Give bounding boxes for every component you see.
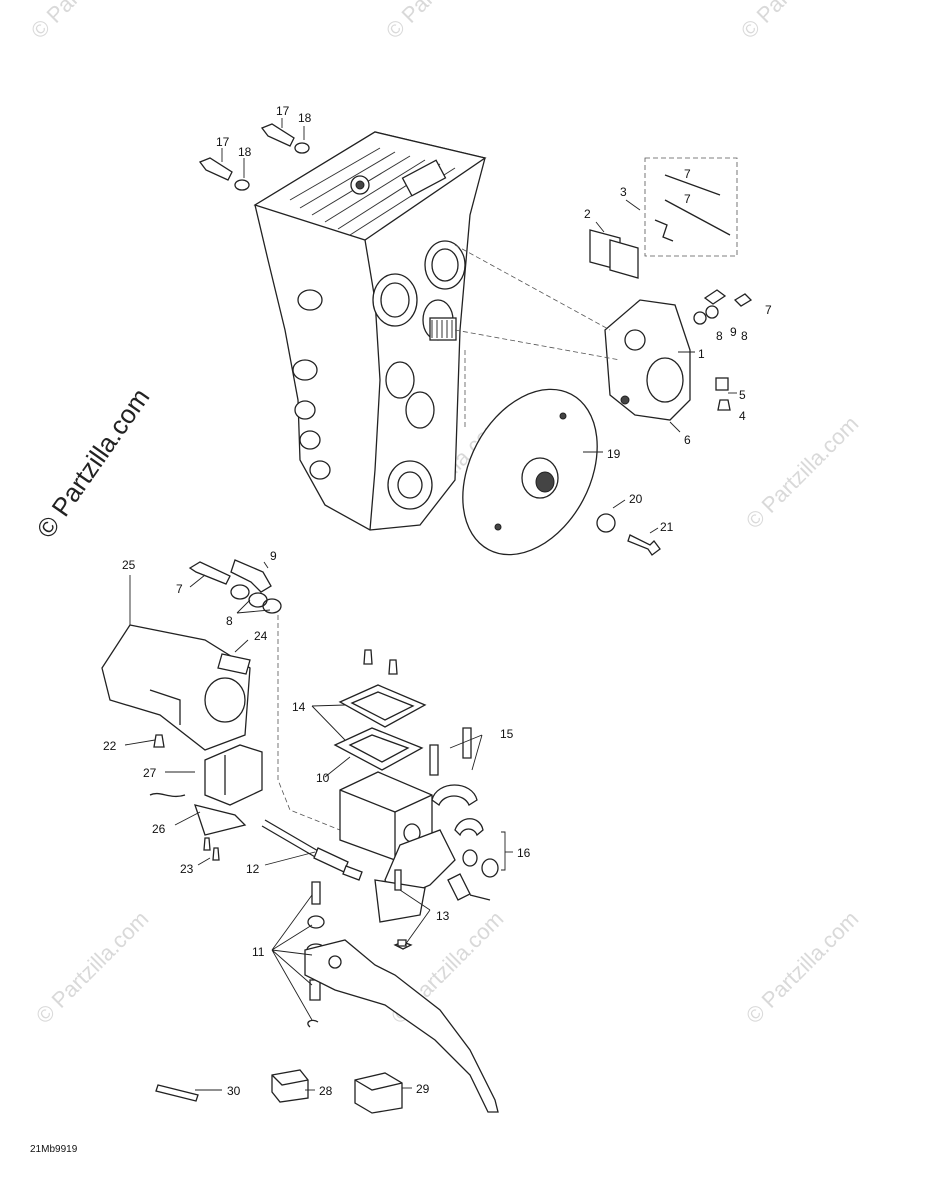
handlebar-clamp xyxy=(429,727,499,901)
callout-12: 12 xyxy=(246,862,260,876)
decal xyxy=(217,653,251,675)
callout-22: 22 xyxy=(103,739,117,753)
master-cylinder-body xyxy=(339,771,456,923)
callout-28: 28 xyxy=(319,1084,333,1098)
switch-screw xyxy=(212,847,220,861)
pivot-bolt xyxy=(394,869,402,891)
callout-17: 17 xyxy=(276,104,290,118)
callout-21: 21 xyxy=(660,520,674,534)
callout-4: 4 xyxy=(739,409,746,423)
callout-13: 13 xyxy=(436,909,450,923)
disc-washer xyxy=(596,513,616,533)
callout-5: 5 xyxy=(739,388,746,402)
callout-17: 17 xyxy=(216,135,230,149)
callout-labels: 17 18 17 18 3 7 7 2 7 8 8 9 1 5 4 6 19 2… xyxy=(103,104,772,1098)
callout-6: 6 xyxy=(684,433,691,447)
callout-29: 29 xyxy=(416,1082,430,1096)
chaincase-housing xyxy=(253,131,487,531)
brake-caliper xyxy=(604,299,691,421)
callout-18: 18 xyxy=(238,145,252,159)
watermark-text: © Partzilla.com xyxy=(31,906,154,1029)
callout-25: 25 xyxy=(122,558,136,572)
brake-light-switch xyxy=(149,744,263,836)
reservoir-screw xyxy=(388,659,398,675)
callout-2: 2 xyxy=(584,207,591,221)
bleeder-screw xyxy=(715,377,731,411)
watermark-text: © Partzilla.com xyxy=(381,0,504,44)
callout-8: 8 xyxy=(716,329,723,343)
brake-disc xyxy=(462,388,598,556)
caliper-bolts xyxy=(693,289,753,325)
watermark-text: © Partzilla.com xyxy=(26,0,149,44)
callout-7: 7 xyxy=(684,192,691,206)
callout-20: 20 xyxy=(629,492,643,506)
callout-8: 8 xyxy=(741,329,748,343)
banjo-fitting xyxy=(188,559,282,614)
leader-lines xyxy=(124,118,737,1091)
pivot-nut xyxy=(397,939,407,947)
callout-19: 19 xyxy=(607,447,621,461)
callout-7: 7 xyxy=(684,167,691,181)
watermark-main-text: © Partzilla.com xyxy=(30,383,155,544)
cover-screw xyxy=(153,734,165,748)
connector-large xyxy=(354,1072,403,1114)
callout-30: 30 xyxy=(227,1084,241,1098)
callout-16: 16 xyxy=(517,846,531,860)
disc-bolt xyxy=(627,534,661,556)
brake-lever xyxy=(304,939,499,1113)
chaincase-bolts xyxy=(198,123,310,191)
brake-hose xyxy=(261,819,363,881)
callout-14: 14 xyxy=(292,700,306,714)
callout-23: 23 xyxy=(180,862,194,876)
reservoir-screw xyxy=(363,649,373,665)
callout-15: 15 xyxy=(500,727,514,741)
reservoir-cover xyxy=(338,684,427,728)
pins-clip-kit xyxy=(644,157,738,257)
watermark-text: © Partzilla.com xyxy=(741,411,864,534)
callout-26: 26 xyxy=(152,822,166,836)
watermark-text: © Partzilla.com xyxy=(741,906,864,1029)
callout-3: 3 xyxy=(620,185,627,199)
reservoir-diaphragm xyxy=(333,727,424,771)
spring-clip xyxy=(155,1084,199,1102)
callout-11: 11 xyxy=(252,945,265,959)
alignment-line xyxy=(454,329,621,361)
callout-10: 10 xyxy=(316,771,330,785)
watermark-text: © Partzilla.com xyxy=(736,0,859,44)
callout-27: 27 xyxy=(143,766,157,780)
alignment-line xyxy=(454,244,611,331)
callout-1: 1 xyxy=(698,347,705,361)
callout-7: 7 xyxy=(765,303,772,317)
diagram-code: 21Mb9919 xyxy=(30,1144,78,1155)
alignment-line xyxy=(277,615,341,831)
callout-24: 24 xyxy=(254,629,268,643)
callout-18: 18 xyxy=(298,111,312,125)
callout-9: 9 xyxy=(730,325,737,339)
callout-9: 9 xyxy=(270,549,277,563)
switch-screw xyxy=(203,837,211,851)
callout-8: 8 xyxy=(226,614,233,628)
master-cylinder-cover xyxy=(101,624,251,751)
connector-small xyxy=(271,1069,309,1103)
brake-pads xyxy=(589,229,639,279)
callout-7: 7 xyxy=(176,582,183,596)
